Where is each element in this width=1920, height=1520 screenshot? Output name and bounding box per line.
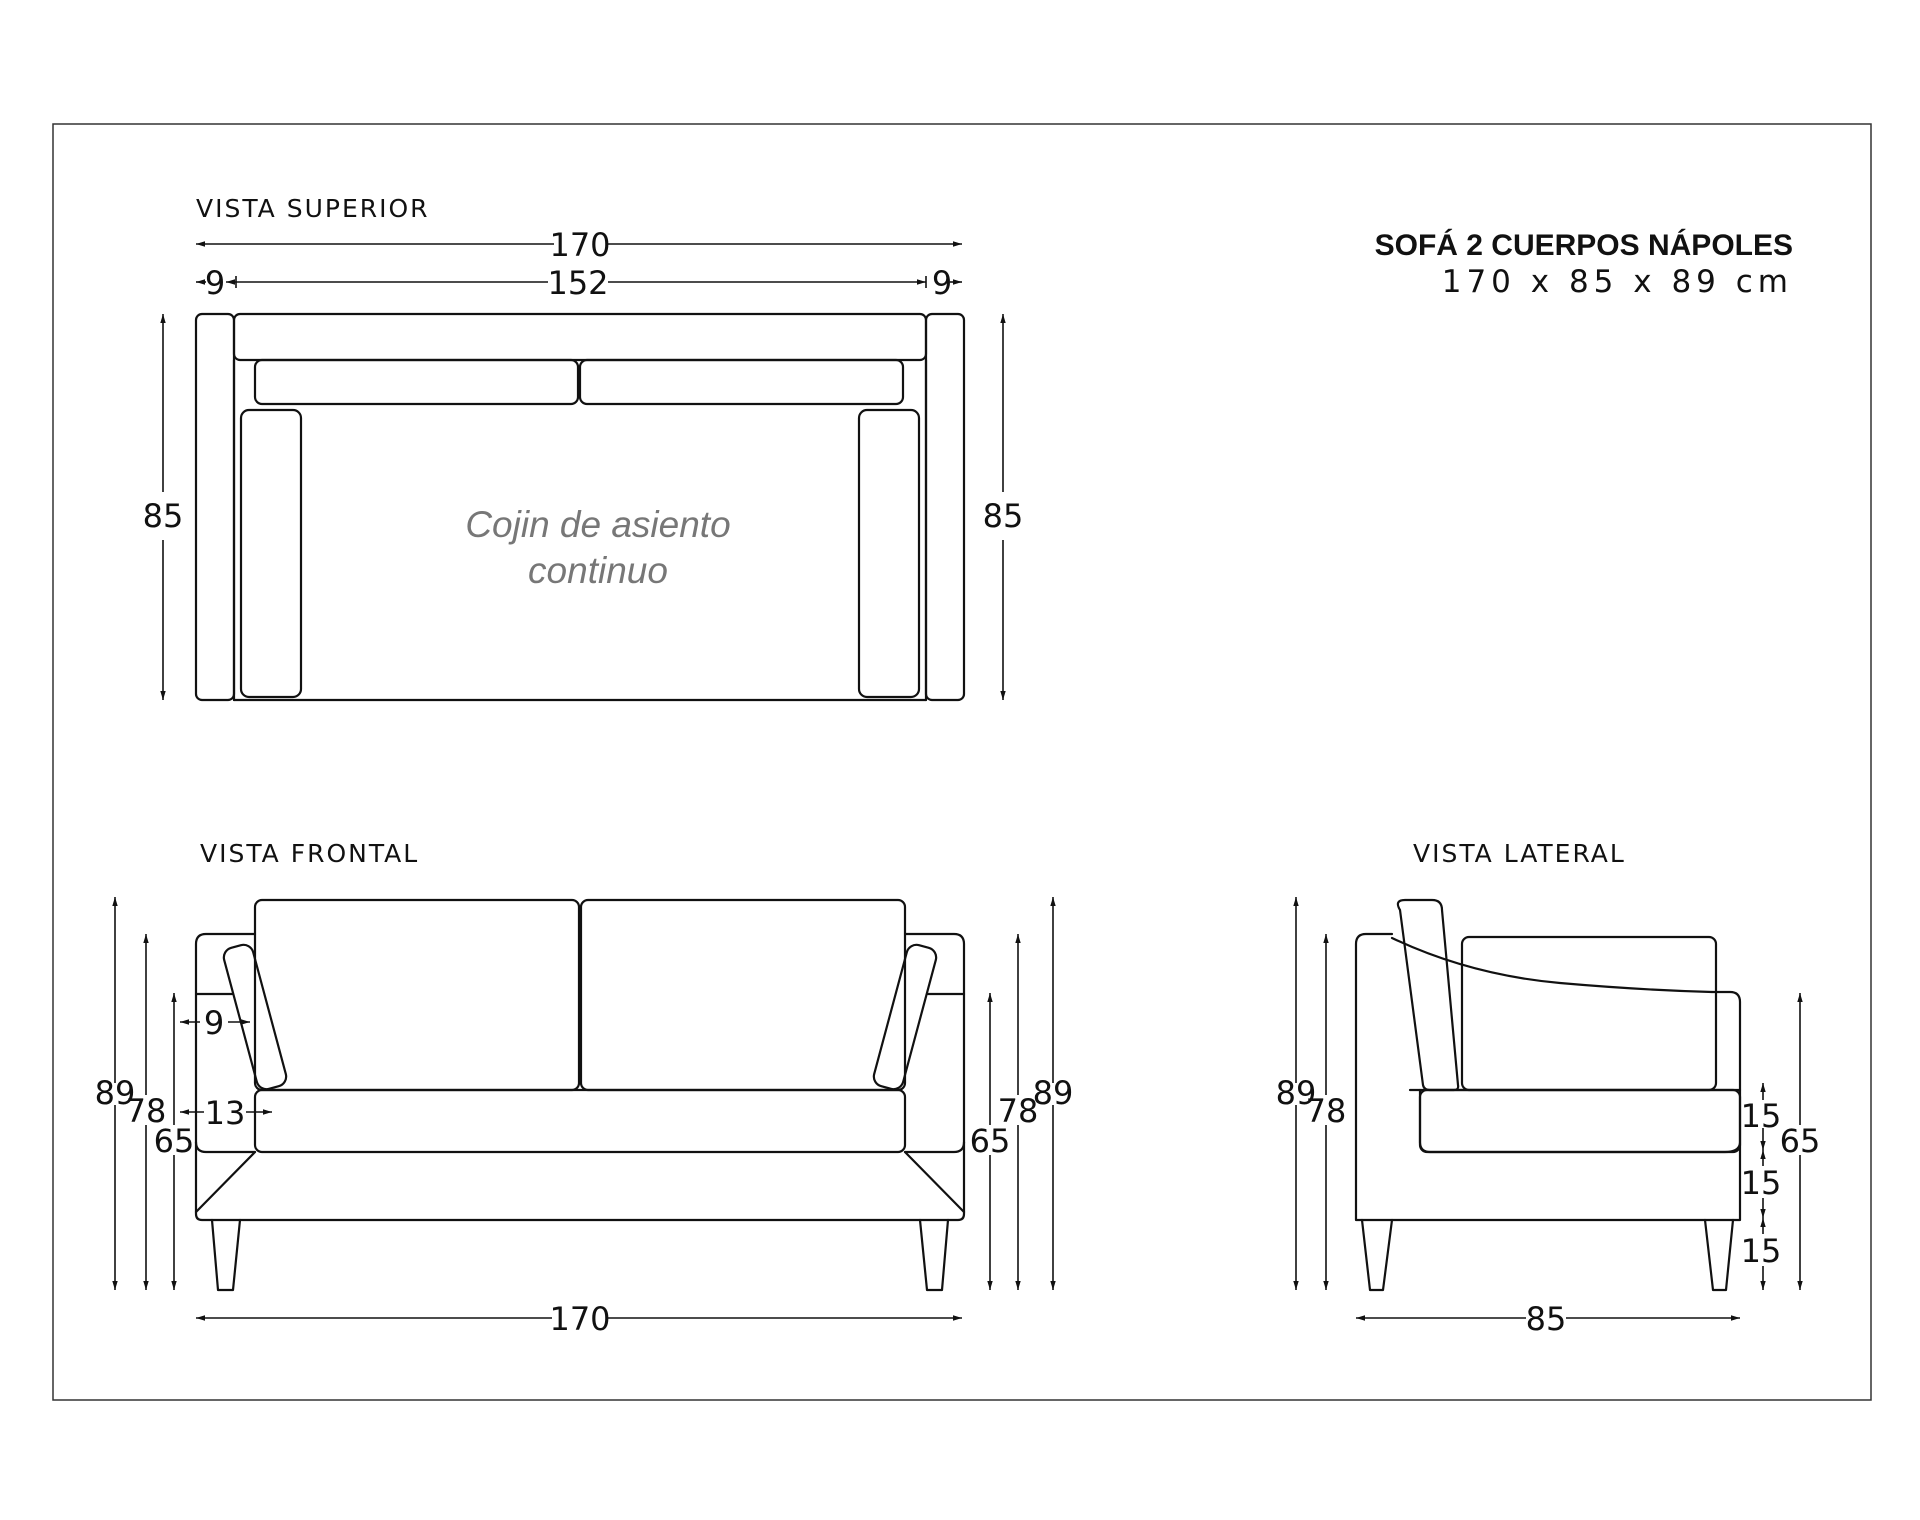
side-seat-cushion	[1418, 1088, 1742, 1154]
front-back-cushion-left	[253, 898, 581, 1092]
front-height-78-left: 78	[126, 1092, 167, 1130]
top-backrest	[232, 312, 928, 362]
seat-cushion-note-line2: continuo	[528, 550, 668, 591]
top-right-armrest	[924, 312, 966, 702]
side-leg-front	[1360, 1218, 1394, 1292]
front-arm-inset-dimension: 9	[204, 1004, 224, 1042]
front-back-cushion-right	[579, 898, 907, 1092]
product-title: SOFÁ 2 CUERPOS NÁPOLES	[1375, 228, 1793, 262]
top-left-arm-dimension: 9	[205, 264, 225, 302]
front-view: VISTA FRONTAL 89 78 65 9 13 65 78 89 170	[95, 839, 1074, 1338]
side-segment-2: 15	[1741, 1164, 1782, 1202]
front-height-65-left: 65	[154, 1122, 195, 1160]
side-backrest	[1396, 898, 1460, 1092]
side-segment-1: 15	[1741, 1097, 1782, 1135]
front-side-cushion-right	[872, 943, 938, 1091]
top-back-cushion-left	[253, 358, 580, 406]
front-height-65-right: 65	[970, 1122, 1011, 1160]
side-view: VISTA LATERAL 89 78 15 15 15 65 85	[1276, 839, 1821, 1338]
top-right-arm-dimension: 9	[932, 264, 952, 302]
front-base	[194, 1140, 966, 1222]
top-side-cushion-right	[857, 408, 921, 699]
front-leg-left	[210, 1218, 242, 1292]
side-body	[1354, 932, 1742, 1222]
side-view-label: VISTA LATERAL	[1413, 839, 1626, 868]
top-depth-left: 85	[143, 497, 184, 535]
front-height-89-right: 89	[1033, 1074, 1074, 1112]
top-back-cushion-right	[578, 358, 905, 406]
front-left-arm	[194, 932, 257, 1154]
front-width-dimension: 170	[549, 1300, 610, 1338]
seat-cushion-note-line1: Cojin de asiento	[465, 504, 730, 545]
side-depth-dimension: 85	[1526, 1300, 1567, 1338]
front-leg-right	[918, 1218, 950, 1292]
side-back-cushion	[1460, 935, 1718, 1092]
top-inner-width-dimension: 152	[547, 264, 608, 302]
side-height-89: 89	[1276, 1074, 1317, 1112]
front-cushion-inset-dimension: 13	[205, 1094, 246, 1132]
side-leg-back	[1703, 1218, 1735, 1292]
front-height-78-right: 78	[998, 1092, 1039, 1130]
side-top-curve	[1390, 936, 1714, 994]
top-depth-right: 85	[983, 497, 1024, 535]
top-view-label: VISTA SUPERIOR	[196, 194, 430, 223]
front-side-cushion-left	[222, 943, 288, 1091]
product-dimensions: 170 x 85 x 89 cm	[1442, 264, 1793, 300]
drawing-frame	[52, 123, 1872, 1401]
top-width-dimension: 170	[549, 226, 610, 264]
top-left-armrest	[194, 312, 236, 702]
front-view-label: VISTA FRONTAL	[200, 839, 419, 868]
side-segment-3: 15	[1741, 1232, 1782, 1270]
side-height-78: 78	[1306, 1092, 1347, 1130]
top-view: VISTA SUPERIOR 170 9 152 9 85 85	[143, 194, 1024, 702]
front-height-89-left: 89	[95, 1074, 136, 1112]
front-right-arm	[903, 932, 966, 1154]
top-side-cushion-left	[239, 408, 303, 699]
side-height-65: 65	[1780, 1122, 1821, 1160]
front-seat-cushion	[253, 1088, 907, 1154]
